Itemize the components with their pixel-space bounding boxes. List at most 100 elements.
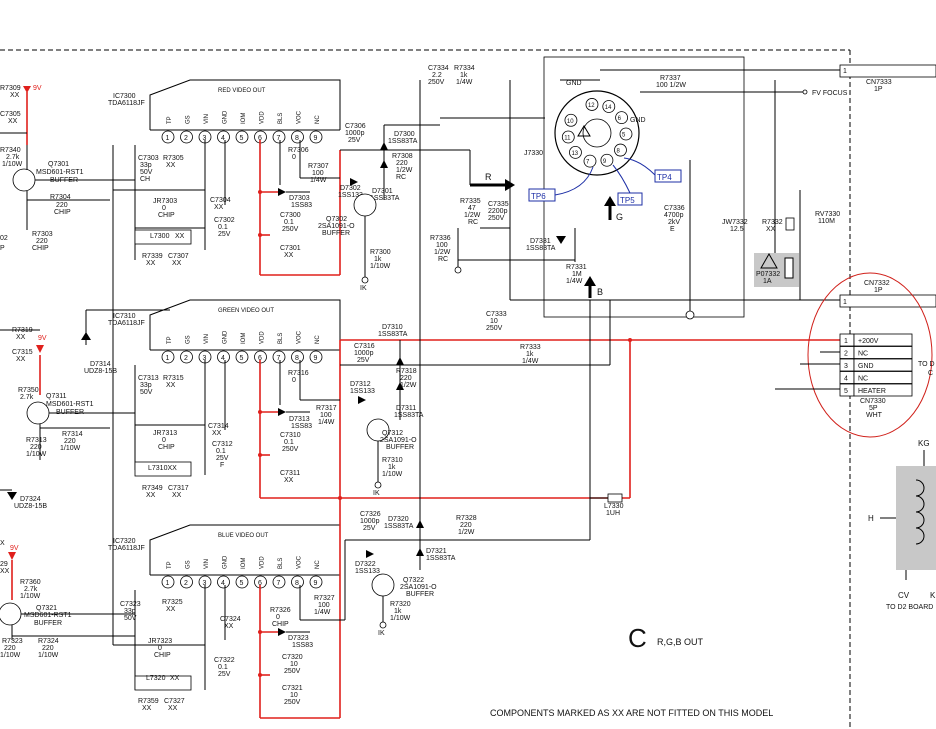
svg-text:R7307: R7307	[308, 163, 329, 170]
svg-text:1SS83: 1SS83	[291, 202, 312, 209]
ic_blue-pin-num: 5	[240, 580, 244, 587]
svg-text:0: 0	[292, 154, 296, 161]
svg-text:12.5: 12.5	[730, 226, 744, 233]
svg-text:250V: 250V	[488, 215, 505, 222]
svg-text:220: 220	[400, 375, 412, 382]
ic_blue-pin-num: 6	[258, 580, 262, 587]
crt-pin	[614, 143, 627, 157]
left-red-driver: R7309 9V XX C7305 XX R7340 2.7k 1/10W Q7…	[0, 85, 135, 252]
crt-socket-area: C7334 2.2 250V R7334 1k 1/4W 1 CN7333 1P…	[428, 56, 936, 320]
svg-text:D7331: D7331	[530, 238, 551, 245]
svg-text:100: 100	[436, 242, 448, 249]
svg-text:R7339: R7339	[142, 253, 163, 260]
svg-text:RC: RC	[396, 174, 406, 181]
svg-text:1000p: 1000p	[345, 130, 365, 137]
svg-text:FV FOCUS: FV FOCUS	[812, 90, 848, 97]
svg-text:X: X	[0, 540, 5, 547]
svg-text:TP5: TP5	[620, 196, 635, 205]
svg-text:1/10W: 1/10W	[370, 263, 391, 270]
cn7330-pin-num: 4	[844, 376, 848, 383]
svg-text:220: 220	[460, 522, 472, 529]
svg-text:1SS133: 1SS133	[350, 388, 375, 395]
left-green-driver: 9V R7319 XX C7315 XX R7350 2.7k Q7311 MS…	[0, 309, 170, 460]
svg-text:F: F	[220, 462, 224, 469]
crt-pin	[583, 154, 597, 168]
ic_red-part: TDA6118JF	[108, 100, 145, 107]
svg-text:XX: XX	[8, 118, 18, 125]
section-title: C R,G,B OUT	[628, 623, 704, 653]
crt-pin	[600, 153, 614, 167]
svg-text:0: 0	[162, 437, 166, 444]
svg-text:220: 220	[30, 444, 42, 451]
svg-text:XX: XX	[146, 492, 156, 499]
svg-text:2.2: 2.2	[432, 72, 442, 79]
crt-pin-num: 11	[564, 136, 571, 142]
svg-text:R7337: R7337	[660, 75, 681, 82]
ic_red-pin	[235, 130, 249, 144]
svg-text:4700p: 4700p	[664, 212, 684, 219]
svg-text:C7315: C7315	[12, 349, 33, 356]
svg-text:0: 0	[162, 205, 166, 212]
ic_green-pin-num: 3	[203, 355, 207, 362]
svg-text:D7323: D7323	[288, 635, 309, 642]
svg-text:1/4W: 1/4W	[310, 177, 327, 184]
svg-text:R: R	[485, 172, 492, 182]
crt-pin	[619, 127, 633, 141]
ic_blue-pin-label: GND	[223, 555, 229, 569]
svg-text:C7316: C7316	[354, 343, 375, 350]
cn7330-pin-label: HEATER	[858, 388, 886, 395]
svg-text:1/4W: 1/4W	[456, 79, 473, 86]
crt-pin	[602, 100, 616, 113]
ic_red-pin-label: GND	[223, 110, 229, 124]
svg-text:2SA1091-O: 2SA1091-O	[400, 584, 437, 591]
svg-text:IK: IK	[373, 490, 380, 497]
svg-text:C7300: C7300	[280, 212, 301, 219]
svg-text:C7322: C7322	[214, 657, 235, 664]
svg-text:BUFFER: BUFFER	[34, 620, 62, 627]
svg-text:Q7301: Q7301	[48, 161, 69, 168]
svg-text:D7301: D7301	[372, 188, 393, 195]
svg-text:MSD601-RST1: MSD601-RST1	[24, 612, 72, 619]
cn7330-pin-label: +200V	[858, 338, 879, 345]
svg-text:TP4: TP4	[657, 173, 672, 182]
svg-text:1k: 1k	[394, 608, 402, 615]
ic_green-pin-label: VIN	[204, 334, 210, 344]
svg-text:2.7k: 2.7k	[6, 154, 20, 161]
svg-text:C7323: C7323	[120, 601, 141, 608]
svg-text:CHIP: CHIP	[158, 212, 175, 219]
svg-text:25V: 25V	[218, 231, 231, 238]
svg-text:JR7313: JR7313	[153, 430, 177, 437]
svg-text:R7359: R7359	[138, 698, 159, 705]
ic_red-pin-num: 3	[203, 135, 207, 142]
svg-text:G: G	[616, 212, 623, 222]
svg-text:1000p: 1000p	[354, 350, 374, 357]
svg-text:1SS83TA: 1SS83TA	[370, 195, 400, 202]
svg-text:D7320: D7320	[388, 516, 409, 523]
ic_red-ref: IC7300	[113, 93, 136, 100]
ic_blue-part: TDA6118JF	[108, 545, 145, 552]
ic_red-pin-num: 7	[277, 135, 281, 142]
svg-text:JW7332: JW7332	[722, 219, 748, 226]
ic_blue-pin	[309, 575, 323, 589]
svg-text:XX: XX	[166, 162, 176, 169]
ic_blue-pin-label: GS	[186, 560, 192, 569]
svg-text:50V: 50V	[140, 389, 153, 396]
cn7330-pin-label: GND	[858, 363, 874, 370]
svg-text:D7310: D7310	[382, 324, 403, 331]
svg-text:R7328: R7328	[456, 515, 477, 522]
svg-text:R7315: R7315	[163, 375, 184, 382]
svg-text:XX: XX	[170, 675, 180, 682]
ic_green-pin	[272, 350, 286, 364]
ic_red-pin-label: NC	[315, 115, 321, 124]
ic_blue-pin-label: VDD	[260, 556, 266, 569]
svg-text:E: E	[670, 226, 675, 233]
svg-text:9V: 9V	[38, 335, 47, 342]
ic-red-video-out: RED VIDEO OUTIC7300TDA6118JFTP1GS2VIN3GN…	[108, 79, 341, 144]
svg-text:C: C	[928, 370, 933, 377]
svg-text:XX: XX	[224, 623, 234, 630]
ic_blue-pin	[235, 575, 249, 589]
svg-text:2.7k: 2.7k	[24, 586, 38, 593]
svg-text:33p: 33p	[124, 608, 136, 615]
